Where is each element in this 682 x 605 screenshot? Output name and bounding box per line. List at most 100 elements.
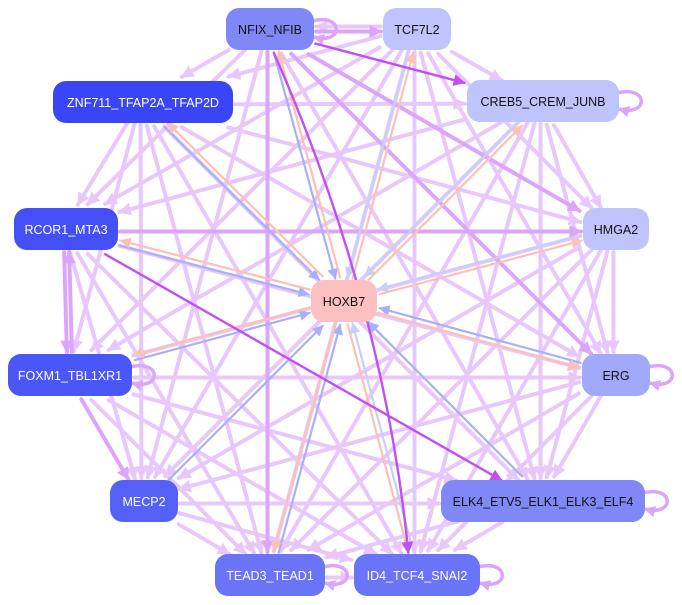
edge-tcf7l2-to-elk4_etv5_elk1_elk3_elf4 (418, 50, 538, 481)
self-loop-foxm1_tbl1xr1 (129, 363, 156, 391)
edge-foxm1_tbl1xr1-to-elk4_etv5_elk1_elk3_elf4 (131, 392, 459, 484)
edge-creb5_crem_junb-to-hoxb7 (364, 121, 520, 278)
node-box[interactable] (110, 480, 178, 522)
node-tead3-tead1[interactable]: TEAD3_TEAD1 (215, 554, 325, 596)
self-loop-nfix_nfib (311, 17, 338, 45)
node-box[interactable] (383, 8, 451, 50)
edge-hoxb7-to-tead3_tead1 (271, 322, 337, 553)
edge-hoxb7-to-foxm1_tbl1xr1 (132, 306, 310, 359)
node-label: ZNF711_TFAP2A_TFAP2D (67, 96, 219, 110)
edge-tcf7l2-to-hmga2 (436, 51, 594, 210)
node-box[interactable] (311, 280, 377, 322)
edge-creb5_crem_junb-to-tead3_tead1 (279, 120, 530, 553)
node-label: TEAD3_TEAD1 (226, 569, 314, 583)
node-box[interactable] (582, 354, 650, 396)
edge-erg-to-tead3_tead1 (306, 391, 581, 552)
edge-znf711_tfap2a_tfap2d-to-tead3_tead1 (144, 123, 265, 555)
node-label: ELK4_ETV5_ELK1_ELK3_ELF4 (453, 495, 634, 509)
node-label: NFIX_NFIB (238, 23, 302, 37)
edge-znf711_tfap2a_tfap2d-to-hoxb7 (163, 125, 321, 281)
node-rcor1-mta3[interactable]: RCOR1_MTA3 (14, 208, 118, 250)
edge-nfix_nfib-to-hoxb7 (272, 51, 339, 280)
node-label: RCOR1_MTA3 (24, 223, 107, 237)
node-creb5-crem-junb[interactable]: CREB5_CREM_JUNB (467, 80, 619, 122)
self-loop-id4_tcf4_snai2 (477, 563, 504, 591)
self-loop-erg (647, 363, 674, 391)
edge-mecp2-to-hoxb7 (167, 324, 324, 481)
edge-erg-to-id4_tcf4_snai2 (436, 394, 594, 553)
edge-creb5_crem_junb-to-id4_tcf4_snai2 (417, 121, 537, 554)
node-box[interactable] (467, 80, 619, 122)
node-id4-tcf4-snai2[interactable]: ID4_TCF4_SNAI2 (354, 554, 480, 596)
self-loop-tead3_tead1 (322, 563, 349, 591)
edge-hmga2-to-hoxb7 (377, 234, 582, 293)
edge-tcf7l2-to-znf711_tfap2a_tfap2d (226, 34, 383, 80)
edge-hoxb7-to-id4_tcf4_snai2 (346, 323, 412, 554)
edge-znf711_tfap2a_tfap2d-to-hmga2 (226, 125, 583, 226)
edge-hoxb7-to-erg (377, 311, 581, 371)
edge-rcor1_mta3-to-hoxb7 (118, 244, 310, 298)
node-foxm1-tbl1xr1[interactable]: FOXM1_TBL1XR1 (8, 354, 132, 396)
node-box[interactable] (53, 81, 233, 123)
edge-tcf7l2-to-rcor1_mta3 (103, 45, 382, 206)
edge-hoxb7-to-znf711_tfap2a_tfap2d (166, 122, 324, 278)
edge-erg-to-hoxb7 (378, 305, 582, 364)
edge-tead3_tead1-to-hoxb7 (277, 323, 343, 554)
edge-tcf7l2-to-creb5_crem_junb (449, 49, 504, 83)
node-label: ERG (602, 369, 629, 383)
edge-znf711_tfap2a_tfap2d-to-creb5_crem_junb (233, 97, 468, 111)
node-label: MECP2 (122, 495, 165, 509)
node-tcf7l2[interactable]: TCF7L2 (383, 8, 451, 50)
node-box[interactable] (441, 480, 645, 522)
node-nfix-nfib[interactable]: NFIX_NFIB (226, 8, 314, 50)
node-label: HOXB7 (323, 295, 365, 309)
edge-nfix_nfib-to-erg (289, 51, 594, 356)
edge-znf711_tfap2a_tfap2d-to-mecp2 (135, 123, 148, 481)
node-label: ID4_TCF4_SNAI2 (367, 569, 468, 583)
edge-tcf7l2-to-hoxb7 (345, 50, 410, 279)
node-hoxb7[interactable]: HOXB7 (311, 280, 377, 322)
node-box[interactable] (583, 208, 649, 250)
node-box[interactable] (226, 8, 314, 50)
edge-znf711_tfap2a_tfap2d-to-rcor1_mta3 (75, 121, 129, 207)
edge-hoxb7-to-tcf7l2 (351, 51, 416, 280)
edge-erg-to-elk4_etv5_elk1_elk3_elf4 (552, 394, 603, 479)
edge-elk4_etv5_elk1_elk3_elf4-to-hoxb7 (367, 321, 523, 478)
node-erg[interactable]: ERG (582, 354, 650, 396)
node-box[interactable] (14, 208, 118, 250)
edge-rcor1_mta3-to-foxm1_tbl1xr1 (60, 250, 73, 355)
node-box[interactable] (8, 354, 132, 396)
edge-hoxb7-to-hmga2 (378, 237, 583, 296)
edge-nfix_nfib-to-znf711_tfap2a_tfap2d (179, 47, 231, 79)
node-mecp2[interactable]: MECP2 (110, 480, 178, 522)
edge-creb5_crem_junb-to-hmga2 (551, 123, 603, 210)
edge-erg-to-mecp2 (177, 380, 582, 493)
node-elk4-etv5-elk1-elk3-elf4[interactable]: ELK4_ETV5_ELK1_ELK3_ELF4 (441, 480, 645, 522)
self-loop-creb5_crem_junb (616, 89, 643, 117)
self-loop-elk4_etv5_elk1_elk3_elf4 (642, 489, 669, 517)
edge-hmga2-to-tead3_tead1 (289, 248, 594, 553)
edge-elk4_etv5_elk1_elk3_elf4-to-id4_tcf4_snai2 (452, 519, 505, 552)
edge-foxm1_tbl1xr1-to-id4_tcf4_snai2 (106, 398, 378, 557)
node-label: FOXM1_TBL1XR1 (18, 369, 122, 383)
edge-foxm1_tbl1xr1-to-rcor1_mta3 (63, 249, 76, 354)
node-box[interactable] (215, 554, 325, 596)
edge-mecp2-to-id4_tcf4_snai2 (177, 511, 354, 563)
edge-nfix_nfib-to-creb5_crem_junb (314, 42, 466, 86)
edge-znf711_tfap2a_tfap2d-to-erg (179, 125, 581, 359)
node-box[interactable] (354, 554, 480, 596)
node-label: CREB5_CREM_JUNB (480, 95, 605, 109)
edge-hoxb7-to-rcor1_mta3 (119, 237, 311, 291)
edge-foxm1_tbl1xr1-to-tead3_tead1 (89, 397, 248, 556)
edge-rcor1_mta3-to-elk4_etv5_elk1_elk3_elf4 (103, 252, 503, 482)
edge-creb5_crem_junb-to-foxm1_tbl1xr1 (106, 119, 505, 352)
node-hmga2[interactable]: HMGA2 (583, 208, 649, 250)
edge-foxm1_tbl1xr1-to-mecp2 (79, 397, 131, 482)
edge-mecp2-to-tead3_tead1 (176, 522, 232, 557)
edge-hmga2-to-mecp2 (176, 245, 582, 481)
edge-elk4_etv5_elk1_elk3_elf4-to-tead3_tead1 (324, 519, 460, 561)
edge-foxm1_tbl1xr1-to-hoxb7 (133, 310, 311, 362)
node-znf711-tfap2a-tfap2d[interactable]: ZNF711_TFAP2A_TFAP2D (53, 81, 233, 123)
